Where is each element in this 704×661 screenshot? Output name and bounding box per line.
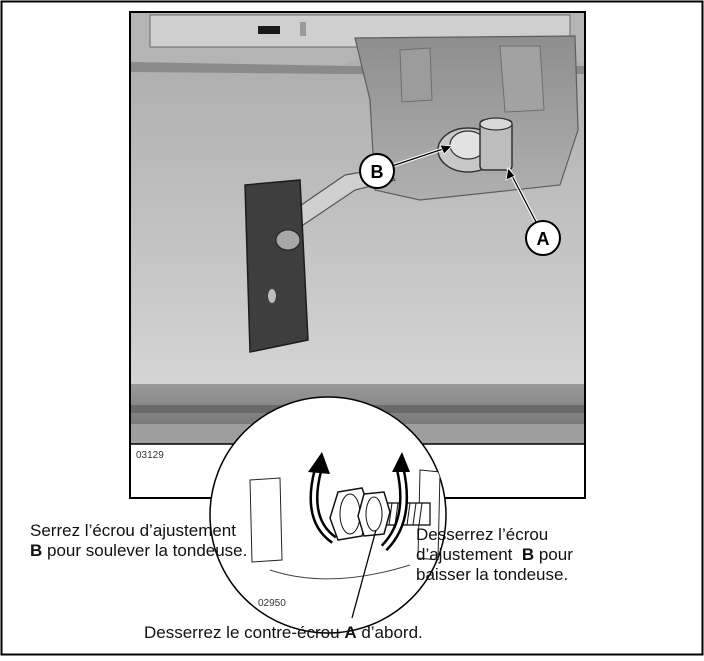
- callout-a-label: A: [537, 229, 550, 249]
- caption-loosen-line3: baisser la tondeuse.: [416, 565, 569, 584]
- caption-tighten-line2: B pour soulever la tondeuse.: [30, 541, 247, 561]
- photo-code: 03129: [136, 450, 164, 461]
- caption-loosen-pre: d’ajustement: [416, 545, 522, 564]
- inset-code: 02950: [258, 598, 286, 609]
- caption-tighten: Serrez l’écrou d’ajustement B pour soule…: [30, 521, 247, 561]
- leader-line-a: [351, 529, 377, 619]
- caption-locknut-pre: Desserrez le contre-écrou: [144, 623, 345, 642]
- caption-locknut: Desserrez le contre-écrou A d’abord.: [144, 623, 423, 643]
- caption-loosen-post: pour: [534, 545, 573, 564]
- callout-b-label: B: [371, 162, 384, 182]
- inset-detail: [209, 396, 447, 634]
- caption-tighten-rest: pour soulever la tondeuse.: [42, 541, 248, 560]
- caption-loosen-line1: Desserrez l’écrou: [416, 525, 549, 544]
- callout-a: A: [505, 167, 561, 256]
- caption-loosen-line2: d’ajustement B pour: [416, 545, 573, 565]
- caption-locknut-letter: A: [344, 623, 357, 642]
- caption-tighten-letter: B: [30, 541, 43, 560]
- caption-loosen: Desserrez l’écrou d’ajustement B pour ba…: [416, 525, 573, 585]
- callout-b: B: [359, 144, 453, 189]
- caption-tighten-line1: Serrez l’écrou d’ajustement: [30, 521, 236, 540]
- caption-loosen-letter: B: [521, 545, 535, 564]
- deck-photo: [131, 13, 584, 445]
- caption-locknut-post: d’abord.: [356, 623, 423, 642]
